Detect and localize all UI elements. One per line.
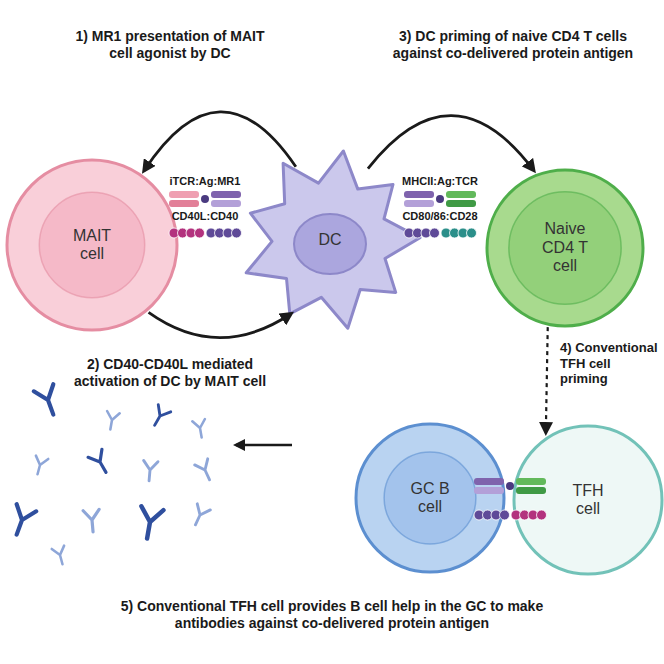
mait-cell: MAIT cell: [5, 158, 179, 332]
antibody-shape: [192, 419, 208, 439]
antibody: [104, 411, 120, 431]
cell-name: TFH cell: [563, 482, 613, 519]
antibody: [142, 460, 158, 481]
cell-membrane: [7, 160, 177, 330]
antibody: [31, 456, 48, 476]
curved-arrow: [149, 312, 291, 337]
antibody-shape: [142, 460, 158, 481]
antibody-shape: [88, 449, 113, 476]
antibody: [148, 405, 170, 429]
receptor-label: CD80/86:CD28: [385, 210, 495, 223]
antibody: [189, 504, 210, 528]
step-label: 1) MR1 presentation of MAIT cell agonist…: [70, 28, 270, 62]
antibody: [7, 504, 36, 538]
cell-nucleus: [509, 192, 621, 304]
receptor-bead: [223, 228, 233, 238]
receptor-chain: [211, 191, 241, 198]
naive-cd4-t-cell: Naive CD4 T cell: [485, 168, 645, 328]
antibody: [136, 506, 163, 540]
ligand-bead: [186, 228, 196, 238]
receptor-chain: [446, 191, 476, 198]
antibody-shape: [34, 384, 63, 418]
cell-name: Naive CD4 T cell: [530, 220, 600, 275]
cell-membrane: [356, 424, 504, 572]
receptor-chain: [446, 200, 476, 207]
receptor-bead: [450, 228, 460, 238]
antibody: [34, 384, 63, 418]
receptor-bead: [441, 228, 451, 238]
tfh-cell: TFH cell: [512, 424, 664, 576]
antigen: [201, 195, 209, 203]
receptor-bead: [458, 228, 468, 238]
step-label: 3) DC priming of naive CD4 T cells again…: [388, 28, 638, 62]
antibody: [52, 546, 69, 566]
antibody-shape: [189, 504, 210, 528]
receptor-chain: [404, 200, 434, 207]
antibody: [88, 449, 113, 476]
gc-b-cell: GC B cell: [354, 422, 506, 574]
ligand-bead: [178, 228, 188, 238]
receptor-chain: [169, 191, 199, 198]
curved-arrow: [144, 112, 296, 171]
receptor-chain: [404, 191, 434, 198]
cell-nucleus: [384, 452, 476, 544]
antibody-shape: [148, 405, 170, 429]
cell-membrane: [487, 170, 643, 326]
dc-nucleus: [294, 214, 366, 274]
receptor-label: iTCR:Ag:MR1: [150, 175, 260, 188]
receptor-label: MHCII:Ag:TCR: [385, 175, 495, 188]
antibodies: [7, 384, 216, 566]
receptor-bead: [467, 228, 477, 238]
antibody-shape: [104, 411, 120, 431]
dendritic-cell: DC: [235, 145, 425, 335]
receptor-chain: [211, 200, 241, 207]
curved-arrow: [368, 116, 534, 170]
secretion-arrow: [236, 444, 292, 447]
antibody-shape: [195, 459, 216, 483]
antibody: [192, 419, 208, 439]
ligand-bead: [195, 228, 205, 238]
cell-name: GC B cell: [406, 480, 454, 517]
step-label: 4) Conventional TFH cell priming: [560, 340, 660, 387]
cell-nucleus: [39, 192, 144, 297]
antibody-shape: [31, 456, 48, 476]
antibody-shape: [7, 504, 36, 538]
antibody-shape: [83, 509, 101, 532]
receptor-label: CD40L:CD40: [150, 210, 260, 223]
ligand-bead: [421, 228, 431, 238]
antibody: [83, 509, 101, 532]
receptor-chain: [169, 200, 199, 207]
dc-body: [246, 151, 420, 328]
step-label: 5) Conventional TFH cell provides B cell…: [97, 598, 567, 632]
cell-name: MAIT cell: [62, 227, 122, 264]
cell-membrane: [514, 426, 662, 574]
receptor-bead: [232, 228, 242, 238]
ligand-bead: [430, 228, 440, 238]
antibody-shape: [136, 506, 163, 540]
antigen: [436, 195, 444, 203]
antigen: [506, 482, 514, 490]
step-label: 2) CD40-CD40L mediated activation of DC …: [70, 356, 270, 390]
dotted-arrow: [546, 327, 548, 432]
antibody-shape: [52, 546, 69, 566]
receptor-bead: [215, 228, 225, 238]
cell-name: DC: [300, 231, 360, 249]
antibody: [195, 459, 216, 483]
receptor-bead: [206, 228, 216, 238]
